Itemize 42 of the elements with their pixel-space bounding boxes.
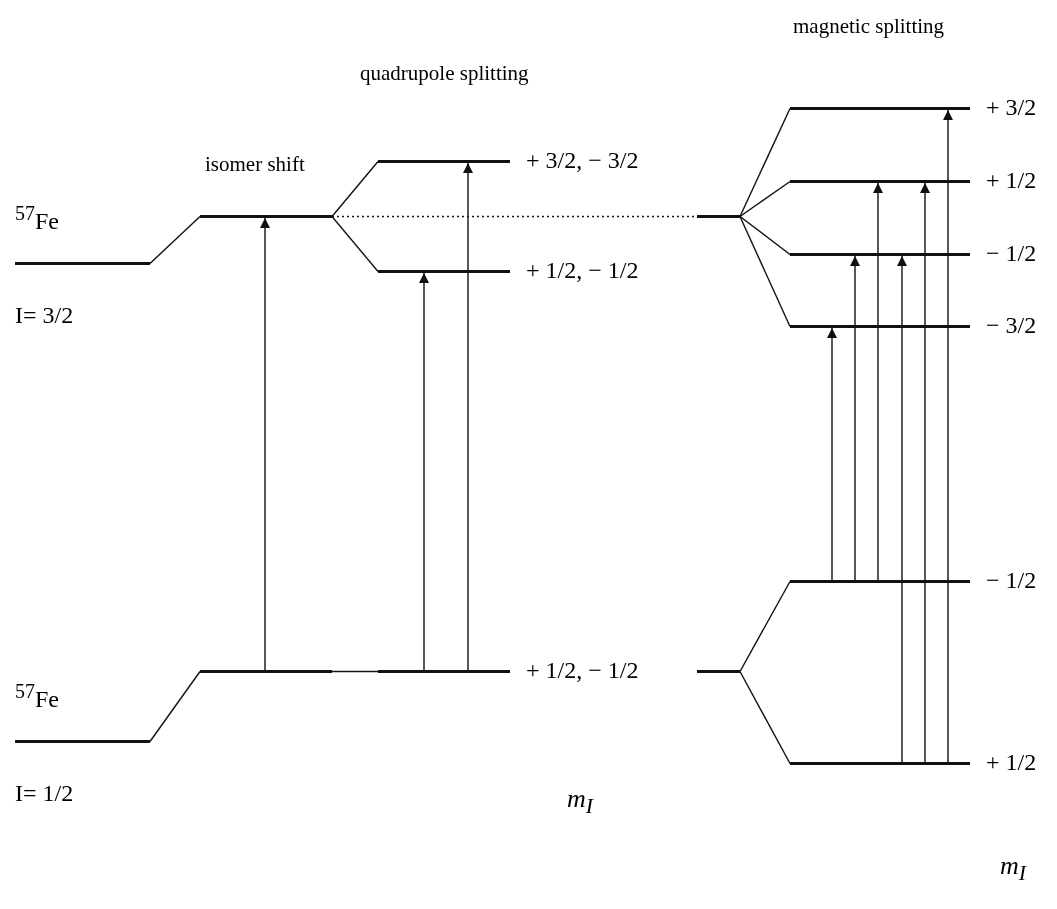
quantum-number-label: + 1/2, − 1/2	[526, 257, 639, 284]
connector-line	[739, 107, 791, 218]
transition-arrow	[943, 109, 953, 763]
spin-label: I= 3/2	[15, 302, 74, 329]
transition-arrow	[873, 182, 883, 581]
energy-level	[697, 670, 740, 673]
connector-line	[739, 215, 791, 328]
spin-label: I= 1/2	[15, 780, 74, 807]
transition-arrow	[827, 327, 837, 581]
section-heading: quadrupole splitting	[360, 62, 529, 86]
section-heading: isomer shift	[205, 153, 305, 177]
transition-arrow	[850, 255, 860, 581]
connector-line	[149, 670, 201, 743]
quantum-number-label: − 1/2	[986, 567, 1037, 594]
transition-arrow	[463, 162, 473, 671]
quantum-number-label: + 1/2	[986, 167, 1037, 194]
quantum-number-label: + 3/2	[986, 94, 1037, 121]
quantum-number-label: − 3/2	[986, 312, 1037, 339]
transition-arrow	[260, 217, 270, 671]
connector-line	[739, 580, 791, 673]
quantum-number-label: + 3/2, − 3/2	[526, 147, 639, 174]
connector-line	[331, 215, 379, 273]
connector-line	[331, 670, 379, 673]
transition-arrow	[920, 182, 930, 763]
quantum-number-label: + 1/2, − 1/2	[526, 657, 639, 684]
quantum-number-label: − 1/2	[986, 240, 1037, 267]
connector-line	[739, 215, 791, 256]
axis-symbol: m$_{I}$	[1000, 852, 1026, 886]
quantum-number-label: + 1/2	[986, 749, 1037, 776]
connector-line	[739, 180, 791, 218]
isotope-label: $^{57}$Fe	[15, 680, 59, 713]
transition-arrow	[897, 255, 907, 763]
connector-line	[739, 670, 791, 765]
connector-line	[331, 160, 379, 218]
energy-level	[200, 670, 332, 673]
axis-symbol: m$_{I}$	[567, 785, 593, 819]
energy-level	[697, 215, 740, 218]
connector-line	[149, 215, 201, 265]
transition-arrow	[419, 272, 429, 671]
energy-level	[200, 215, 332, 218]
isotope-label: $^{57}$Fe	[15, 202, 59, 235]
section-heading: magnetic splitting	[793, 15, 945, 39]
